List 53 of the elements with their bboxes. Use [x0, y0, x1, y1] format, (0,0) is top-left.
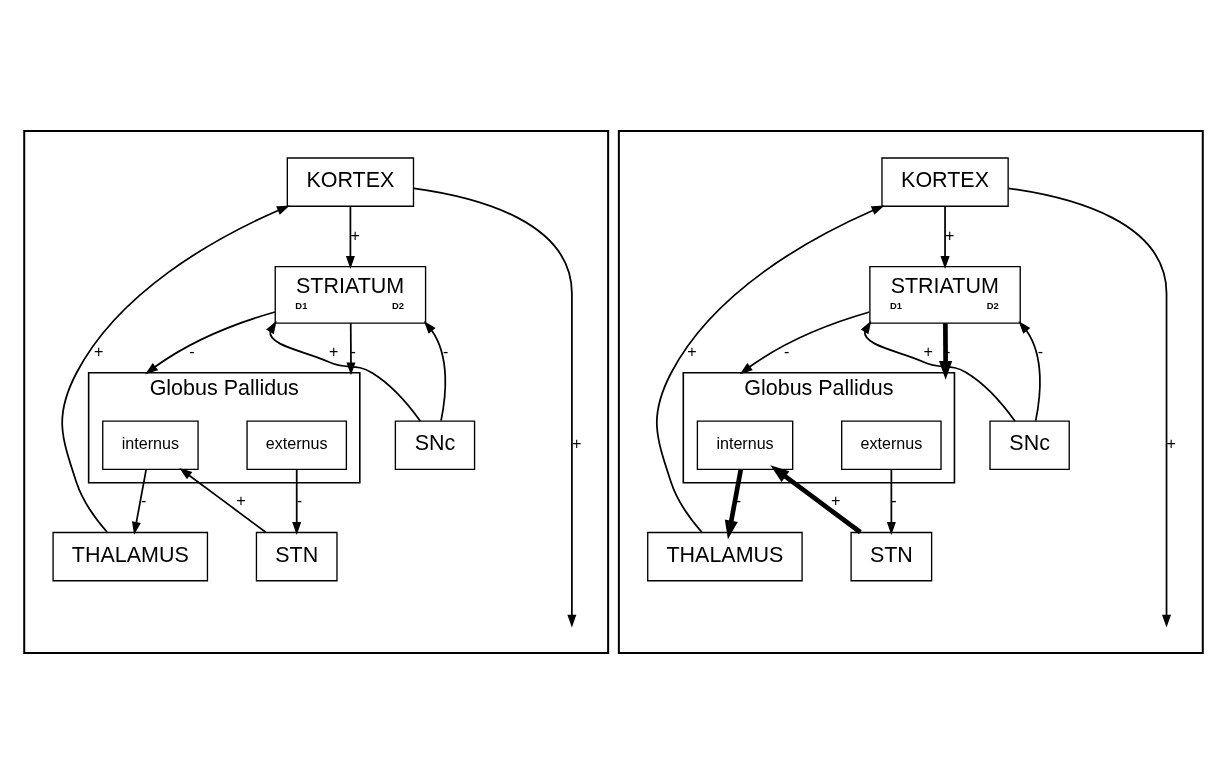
edge-label: - — [783, 341, 790, 360]
edge-label: - — [443, 341, 449, 360]
edge-label: + — [350, 225, 360, 244]
edge-label: - — [296, 490, 303, 509]
edge-label: - — [1037, 341, 1044, 360]
node-box: STRIATUM D1 D2 — [274, 265, 427, 324]
node-box: THALAMUS — [647, 531, 803, 581]
arrow — [179, 467, 267, 533]
node-box: internus — [102, 419, 199, 470]
node-box: THALAMUS — [52, 531, 209, 581]
node-box: STN — [255, 531, 338, 581]
edge-label: + — [923, 341, 933, 360]
edge-label: - — [141, 490, 147, 509]
arrow — [770, 464, 862, 534]
node-box: STRIATUM D1 D2 — [869, 265, 1021, 324]
node-box: SNc — [394, 419, 476, 470]
edge-label: - — [350, 341, 356, 360]
arrow — [131, 468, 147, 535]
node-box: KORTEX — [881, 156, 1009, 207]
edge-label: - — [735, 490, 742, 509]
arrow — [724, 468, 744, 539]
cluster — [617, 129, 1204, 654]
arrow — [61, 204, 290, 533]
arrow — [266, 320, 422, 422]
arrow — [860, 320, 1016, 422]
node-box: KORTEX — [286, 156, 415, 207]
edge-label: - — [891, 490, 897, 509]
edge-label: - — [189, 341, 195, 360]
arrow — [145, 310, 276, 374]
edge-label: + — [830, 490, 841, 509]
edge-label: + — [94, 341, 104, 360]
node-box: externus — [246, 419, 348, 470]
arrow — [345, 205, 355, 269]
edge-label: - — [945, 341, 951, 360]
node-box: SNc — [989, 419, 1070, 470]
arrow — [1018, 320, 1041, 422]
node-box: internus — [696, 419, 794, 470]
edge-label: + — [1166, 433, 1176, 452]
edge-label: + — [236, 490, 246, 509]
cluster — [23, 129, 610, 654]
arrow — [423, 320, 447, 422]
edge-label: + — [687, 341, 697, 360]
node-box: externus — [841, 419, 942, 470]
arrow — [739, 310, 871, 374]
arrow — [346, 321, 356, 375]
arrow — [886, 468, 896, 535]
edge-label: + — [328, 341, 339, 360]
arrow — [1007, 187, 1172, 628]
arrow — [413, 187, 577, 628]
arrow — [939, 322, 953, 380]
arrow — [656, 204, 885, 533]
arrow — [292, 468, 302, 535]
node-box: STN — [850, 531, 933, 581]
